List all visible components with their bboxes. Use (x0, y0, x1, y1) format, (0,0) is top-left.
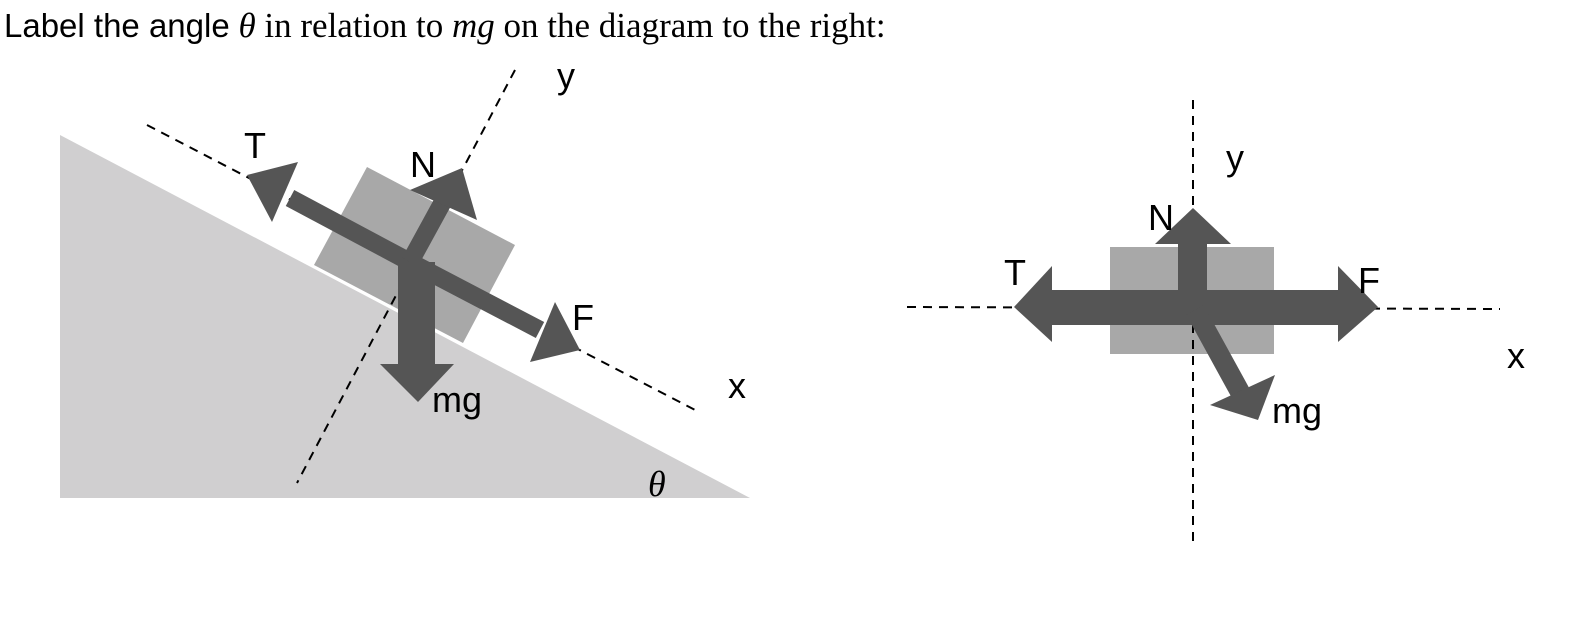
right-label-f: F (1358, 260, 1380, 301)
left-label-t: T (244, 125, 266, 166)
prompt-middle: in relation to (264, 6, 444, 45)
right-normal-arrow (1155, 208, 1231, 310)
right-weight-arrow (1186, 305, 1275, 420)
right-label-mg: mg (1272, 390, 1322, 431)
prompt-prefix: Label the angle (4, 7, 230, 44)
prompt-mg: mg (452, 6, 495, 45)
left-label-f: F (572, 297, 594, 338)
right-diagram: T N F mg x y (906, 100, 1525, 545)
right-friction-arrow (1190, 266, 1378, 342)
left-y-axis (296, 69, 516, 484)
right-label-x: x (1507, 335, 1525, 376)
right-label-n: N (1148, 197, 1174, 238)
left-tension-arrow (247, 162, 415, 270)
left-angle-theta: θ (648, 464, 666, 504)
left-label-n: N (410, 144, 436, 185)
left-weight-arrow (380, 262, 454, 402)
left-diagram: T N F mg x y θ (60, 55, 750, 504)
left-label-mg: mg (432, 379, 482, 420)
prompt-theta: θ (238, 6, 256, 45)
left-label-x: x (728, 365, 746, 406)
question-prompt: Label the angle θ in relation to mg on t… (4, 6, 886, 46)
prompt-suffix: on the diagram to the right: (503, 6, 886, 45)
right-label-t: T (1004, 252, 1026, 293)
right-tension-arrow (1014, 266, 1195, 342)
left-normal-arrow (402, 168, 477, 267)
left-label-y: y (557, 55, 575, 96)
right-label-y: y (1226, 137, 1244, 178)
